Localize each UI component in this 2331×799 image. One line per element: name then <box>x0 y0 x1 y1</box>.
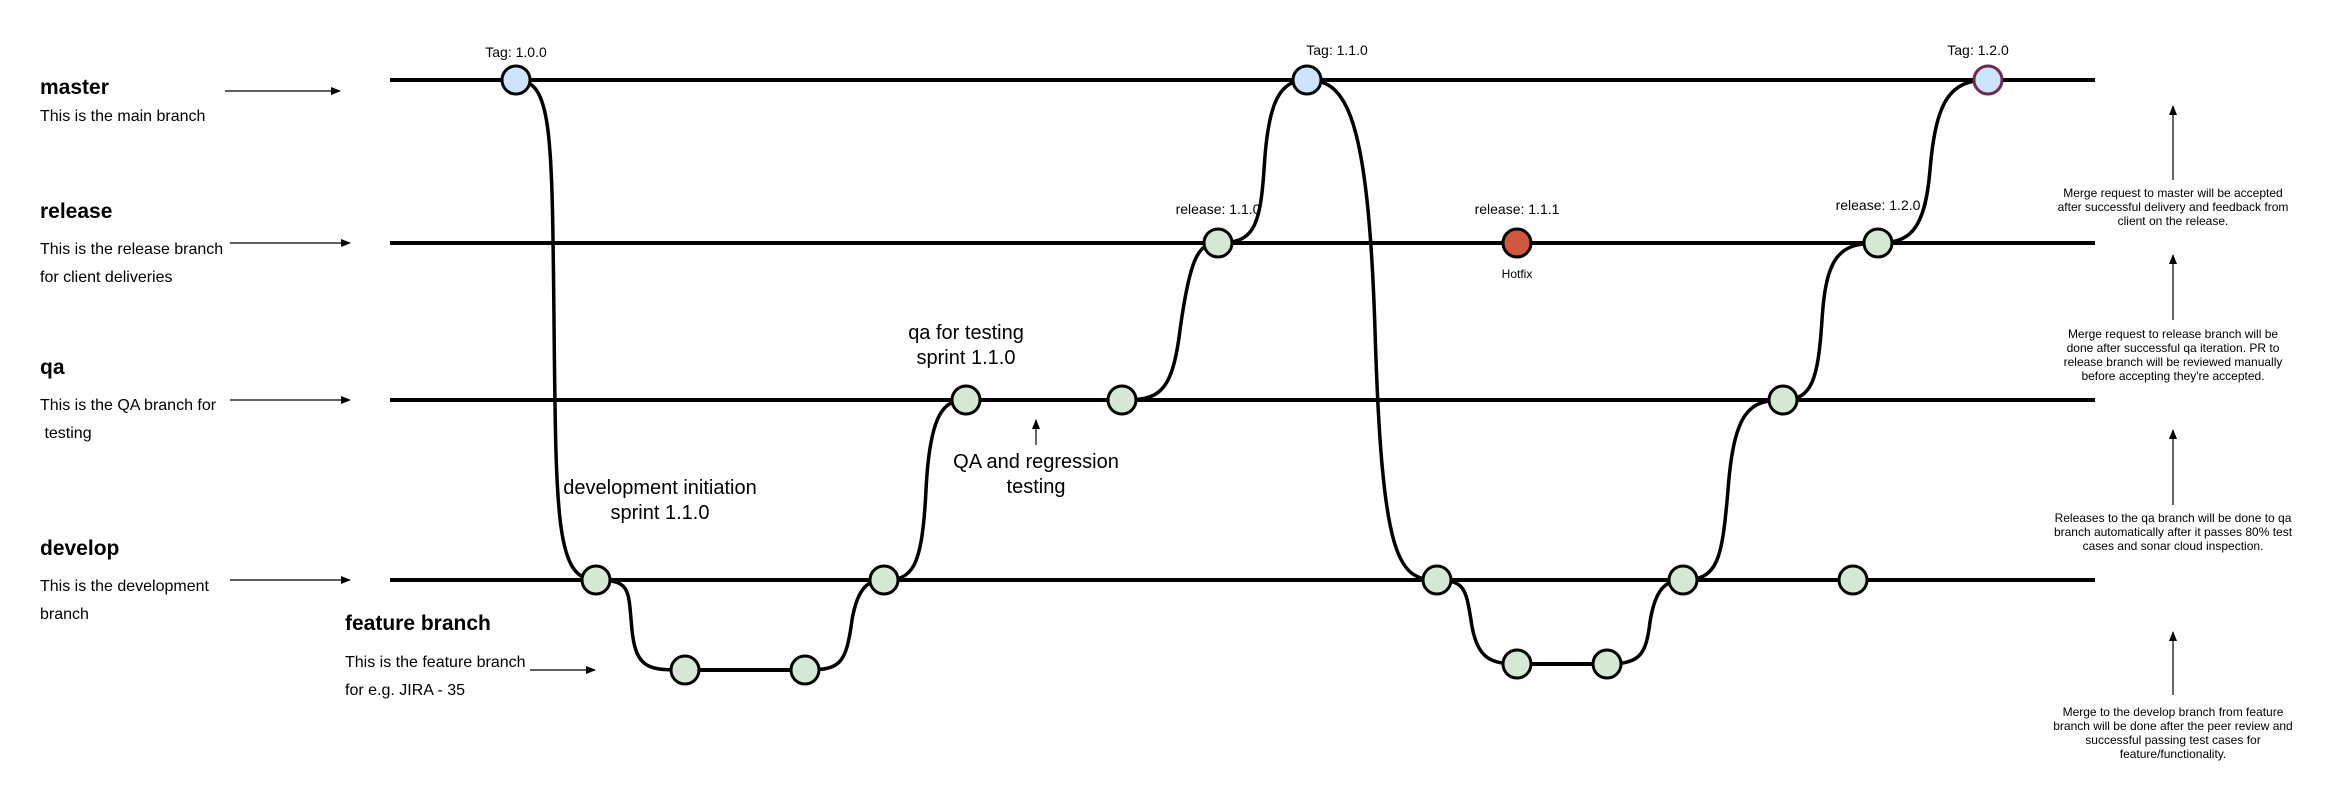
branch-desc-release: This is the release branch for client de… <box>40 236 240 292</box>
feature-commit-2 <box>789 654 821 686</box>
branch-desc-feature-line-2: for e.g. JIRA - 35 <box>345 682 466 699</box>
annotation-qa-testing: qa for testing sprint 1.1.0 <box>908 321 1024 371</box>
branch-name-qa: qa <box>40 356 65 379</box>
develop-commit-4 <box>1667 564 1699 596</box>
annotation-qa-regression-line-2: testing <box>1006 476 1066 498</box>
annotation-qa-testing-line-1: qa for testing <box>908 322 1024 344</box>
hotfix-label: Hotfix <box>1501 267 1533 281</box>
tag-label-release-110: release: 1.1.0 <box>1175 201 1261 217</box>
merge-connectors <box>515 78 1989 672</box>
connector-master-to-develop <box>515 78 597 582</box>
connector-release-to-master-2 <box>1877 78 1989 245</box>
branch-desc-master-line-1: This is the main branch <box>40 108 206 125</box>
branch-desc-release-line-2: for client deliveries <box>40 269 173 286</box>
develop-commit-3 <box>1421 564 1453 596</box>
master-commit-tag-100 <box>500 64 532 96</box>
branch-name-release: release <box>40 200 113 223</box>
annotation-qa-regression-line-1: QA and regression <box>953 451 1119 473</box>
branch-name-master: master <box>40 76 109 99</box>
release-commit-120 <box>1862 227 1894 259</box>
branch-name-feature: feature branch <box>345 612 491 635</box>
connector-develop-to-feature-1 <box>595 578 686 672</box>
note-release-merge: Merge request to release branch will be … <box>2063 327 2283 383</box>
feature-commit-3 <box>1501 648 1533 680</box>
release-commit-110 <box>1202 227 1234 259</box>
annotation-qa-regression: QA and regression testing <box>953 450 1119 500</box>
master-commit-tag-120 <box>1972 64 2004 96</box>
label-arrows <box>225 87 2177 695</box>
branch-desc-feature-line-1: This is the feature branch <box>345 654 526 671</box>
connector-qa-to-release-1 <box>1121 241 1219 402</box>
qa-commit-1 <box>950 384 982 416</box>
qa-commit-3 <box>1767 384 1799 416</box>
branch-desc-develop-line-1: This is the development <box>40 578 209 595</box>
connector-develop-to-feature-2 <box>1436 578 1518 666</box>
develop-commit-5 <box>1837 564 1869 596</box>
connector-develop-to-qa-2 <box>1682 398 1784 582</box>
feature-commit-1 <box>669 654 701 686</box>
branch-desc-feature: This is the feature branch for e.g. JIRA… <box>345 649 545 705</box>
annotation-qa-testing-line-2: sprint 1.1.0 <box>916 347 1016 369</box>
branch-desc-qa-line-2: testing <box>40 425 92 442</box>
branch-desc-develop-line-2: branch <box>40 606 89 623</box>
connector-release-to-master-1 <box>1217 78 1308 245</box>
master-commit-tag-110 <box>1291 64 1323 96</box>
tag-label-master-100: Tag: 1.0.0 <box>485 44 547 60</box>
connector-feature-to-develop-2 <box>1606 578 1684 666</box>
commit-nodes <box>500 64 2004 686</box>
branch-desc-qa-line-1: This is the QA branch for <box>40 397 217 414</box>
connector-qa-to-release-2 <box>1782 241 1879 402</box>
connector-feature-to-develop-1 <box>804 578 885 672</box>
develop-commit-2 <box>868 564 900 596</box>
tag-label-master-120: Tag: 1.2.0 <box>1947 42 2009 58</box>
note-qa-release: Releases to the qa branch will be done t… <box>2053 511 2293 553</box>
tag-label-release-120: release: 1.2.0 <box>1835 197 1921 213</box>
release-commit-111-hotfix <box>1501 227 1533 259</box>
connector-master-to-develop-2 <box>1306 78 1438 582</box>
branch-desc-master: This is the main branch <box>40 103 240 131</box>
annotation-dev-init-line-2: sprint 1.1.0 <box>610 502 710 524</box>
develop-commit-1 <box>580 564 612 596</box>
tag-label-release-111: release: 1.1.1 <box>1474 201 1560 217</box>
branch-name-develop: develop <box>40 537 120 560</box>
tag-label-master-110: Tag: 1.1.0 <box>1306 42 1368 58</box>
annotation-dev-init: development initiation sprint 1.1.0 <box>563 476 756 526</box>
feature-commit-4 <box>1591 648 1623 680</box>
connector-develop-to-qa-1 <box>883 398 967 582</box>
branch-desc-release-line-1: This is the release branch <box>40 241 224 258</box>
qa-commit-2 <box>1106 384 1138 416</box>
branch-desc-develop: This is the development branch <box>40 573 240 629</box>
branch-desc-qa: This is the QA branch for testing <box>40 392 240 448</box>
note-master-merge: Merge request to master will be accepted… <box>2057 186 2289 228</box>
annotation-dev-init-line-1: development initiation <box>563 477 757 499</box>
note-develop-merge: Merge to the develop branch from feature… <box>2053 705 2293 761</box>
